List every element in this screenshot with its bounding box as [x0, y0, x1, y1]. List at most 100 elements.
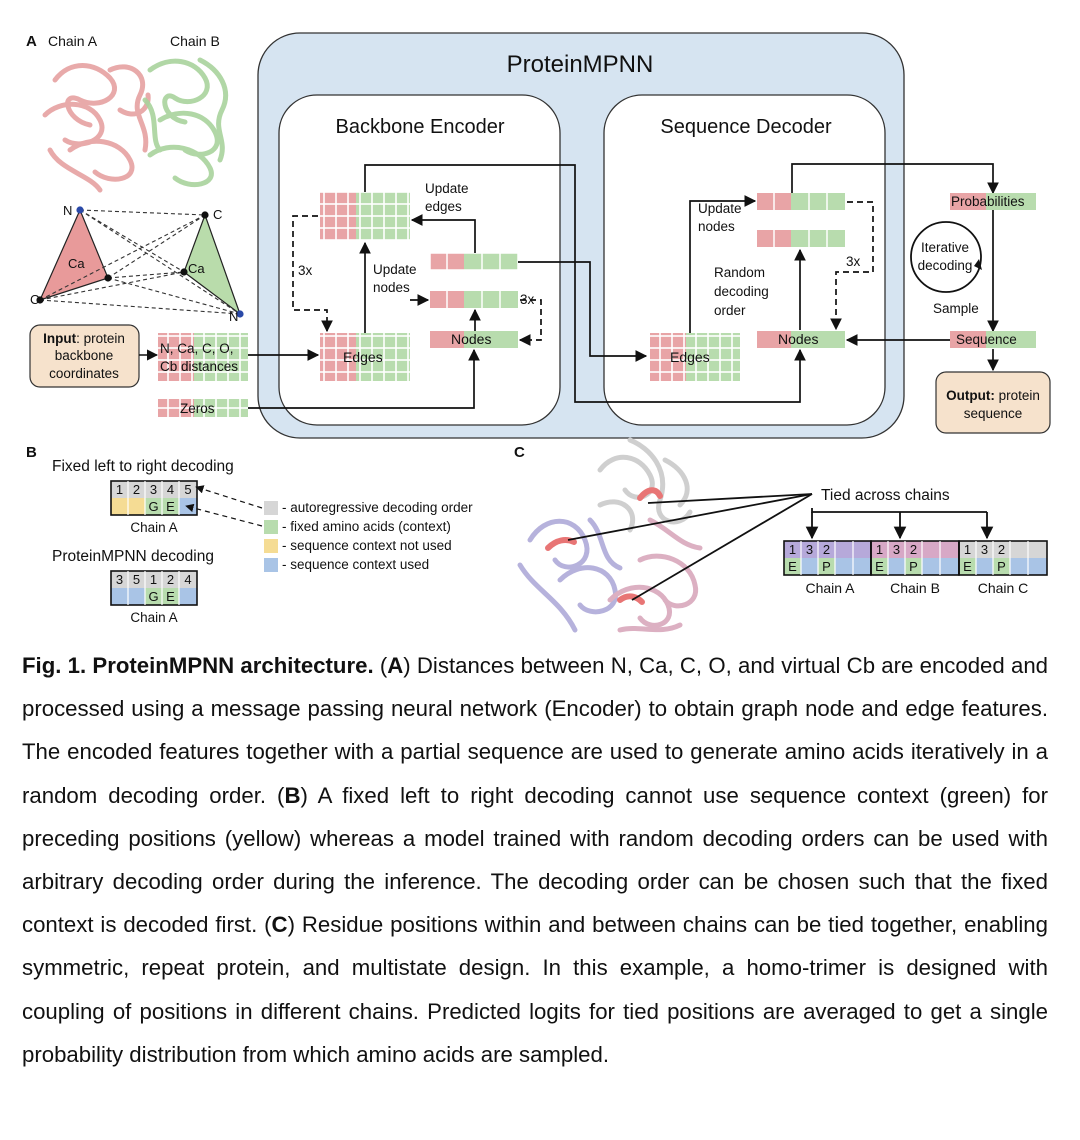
chain-b-order-1: 1 [876, 542, 883, 557]
caption-a-open: ( [373, 653, 388, 678]
sequence-decoder-title: Sequence Decoder [660, 116, 832, 138]
decoder-edges-block: Edges [650, 333, 740, 381]
chain-a-grid: 1 3 2 E P Chain A [783, 540, 872, 596]
caption-b-text: ) A fixed left to right decoding cannot … [22, 782, 1048, 938]
fixed-order-5: 5 [184, 482, 191, 497]
output-line1: protein [995, 388, 1040, 403]
fixed-seq-3: G [148, 499, 158, 514]
panel-a-letter: A [26, 33, 37, 50]
encoder-nodes-block: Nodes [430, 331, 518, 348]
decoder-update-nodes-2: nodes [698, 219, 735, 234]
legend-context-used: - sequence context used [282, 557, 429, 572]
atom-ca-right: Ca [188, 261, 205, 276]
probabilities-block: Probabilities [950, 193, 1036, 210]
chain-c-label: Chain C [978, 580, 1029, 596]
decoder-nodes-label: Nodes [778, 331, 818, 347]
encoder-repeat-edges: 3x [298, 263, 313, 278]
decoder-edges-label: Edges [670, 349, 710, 365]
homotrimer-structure-image [517, 437, 703, 633]
zeros-features: Zeros [158, 399, 248, 417]
distances-line2: Cb distances [160, 359, 238, 374]
mpnn-seq-4: E [166, 589, 175, 604]
input-line2: backbone [55, 348, 114, 363]
zeros-label: Zeros [180, 401, 215, 416]
mpnn-order-4: 2 [167, 572, 174, 587]
encoder-updated-edges-block [320, 192, 410, 240]
caption-a-text: ) Distances between N, Ca, C, O, and vir… [22, 653, 1048, 808]
fixed-decoding-grid: 1 2 3 4 5 G E [110, 480, 198, 516]
chain-b-order-2: 3 [893, 542, 900, 557]
figure-1: A Chain A Chain B [26, 32, 1051, 633]
legend-fixed-amino-acids: - fixed amino acids (context) [282, 519, 451, 534]
chain-a-seq-1: E [788, 559, 797, 574]
sequence-block: Sequence [950, 331, 1036, 348]
chain-c-order-3: 2 [998, 542, 1005, 557]
caption-c-text: ) Residue positions within and between c… [22, 912, 1048, 1067]
sample-label: Sample [933, 301, 979, 316]
fixed-order-2: 2 [133, 482, 140, 497]
atom-c-left: C [30, 292, 39, 307]
decoder-nodes-block: Nodes [757, 331, 845, 348]
panel-b-legend: - autoregressive decoding order - fixed … [264, 500, 473, 572]
encoder-edges-label: Edges [343, 349, 383, 365]
tied-across-chains-label: Tied across chains [821, 487, 950, 504]
encoder-update-nodes-1: Update [373, 262, 417, 277]
encoder-update-edges-2: edges [425, 199, 462, 214]
input-box: Input: protein backbone coordinates [29, 324, 140, 388]
fixed-order-4: 4 [167, 482, 174, 497]
random-order-3: order [714, 303, 746, 318]
chain-c-seq-1: E [963, 559, 972, 574]
mpnn-decoding-grid: 3 5 1 2 4 G E [110, 570, 198, 606]
mpnn-decoding-title: ProteinMPNN decoding [52, 548, 214, 565]
chain-a-order-1: 1 [789, 542, 796, 557]
input-bold: Input [43, 331, 76, 346]
encoder-node-row-mid [430, 291, 518, 308]
caption-a-letter: A [387, 653, 404, 678]
encoder-nodes-label: Nodes [451, 331, 491, 347]
distances-line1: N, Ca, C, O, [160, 341, 234, 356]
random-order-1: Random [714, 265, 765, 280]
sequence-label: Sequence [956, 332, 1017, 347]
atom-c-right: C [213, 207, 222, 222]
chain-b-label: Chain B [890, 580, 940, 596]
caption-c-letter: C [271, 912, 288, 938]
fixed-chain-label: Chain A [130, 520, 177, 535]
iterative-label-2: decoding [918, 258, 973, 273]
chain-c-seq-3: P [997, 559, 1006, 574]
chain-b-order-3: 2 [910, 542, 917, 557]
panel-c-letter: C [514, 444, 525, 461]
mpnn-seq-3: G [148, 589, 158, 604]
mpnn-order-2: 5 [133, 572, 140, 587]
chain-b-seq-3: P [909, 559, 918, 574]
encoder-repeat-nodes: 3x [520, 292, 535, 307]
mpnn-order-1: 3 [116, 572, 123, 587]
mpnn-order-5: 4 [184, 572, 191, 587]
atom-ca-left: Ca [68, 256, 85, 271]
chain-b-seq-1: E [875, 559, 884, 574]
decoder-node-row-mid [757, 230, 845, 247]
encoder-node-row-top [429, 252, 519, 271]
chain-a-seq-3: P [822, 559, 831, 574]
fixed-order-3: 3 [150, 482, 157, 497]
proteinmpnn-title: ProteinMPNN [507, 51, 654, 78]
fixed-seq-4: E [166, 499, 175, 514]
chain-b-grid: 1 3 2 E P Chain B [870, 540, 960, 596]
chain-b-label: Chain B [170, 33, 220, 49]
legend-context-not-used: - sequence context not used [282, 538, 452, 553]
distance-features: N, Ca, C, O, Cb distances [158, 333, 248, 381]
chain-a-order-2: 3 [806, 542, 813, 557]
chain-c-order-2: 3 [981, 542, 988, 557]
chain-c-order-1: 1 [964, 542, 971, 557]
panel-b-letter: B [26, 444, 37, 461]
decoder-update-nodes-1: Update [698, 201, 742, 216]
sequence-decoder-panel [603, 94, 886, 426]
protein-dimer-image [42, 57, 229, 193]
chain-a-label: Chain A [48, 33, 98, 49]
decoder-node-row-top [757, 193, 845, 210]
atom-n-right: N [229, 309, 238, 324]
fixed-order-1: 1 [116, 482, 123, 497]
atom-n-left: N [63, 203, 72, 218]
chain-a-label: Chain A [805, 580, 855, 596]
output-box: Output: protein sequence [935, 371, 1051, 434]
caption-fig-label: Fig. 1. ProteinMPNN architecture. [22, 653, 374, 678]
